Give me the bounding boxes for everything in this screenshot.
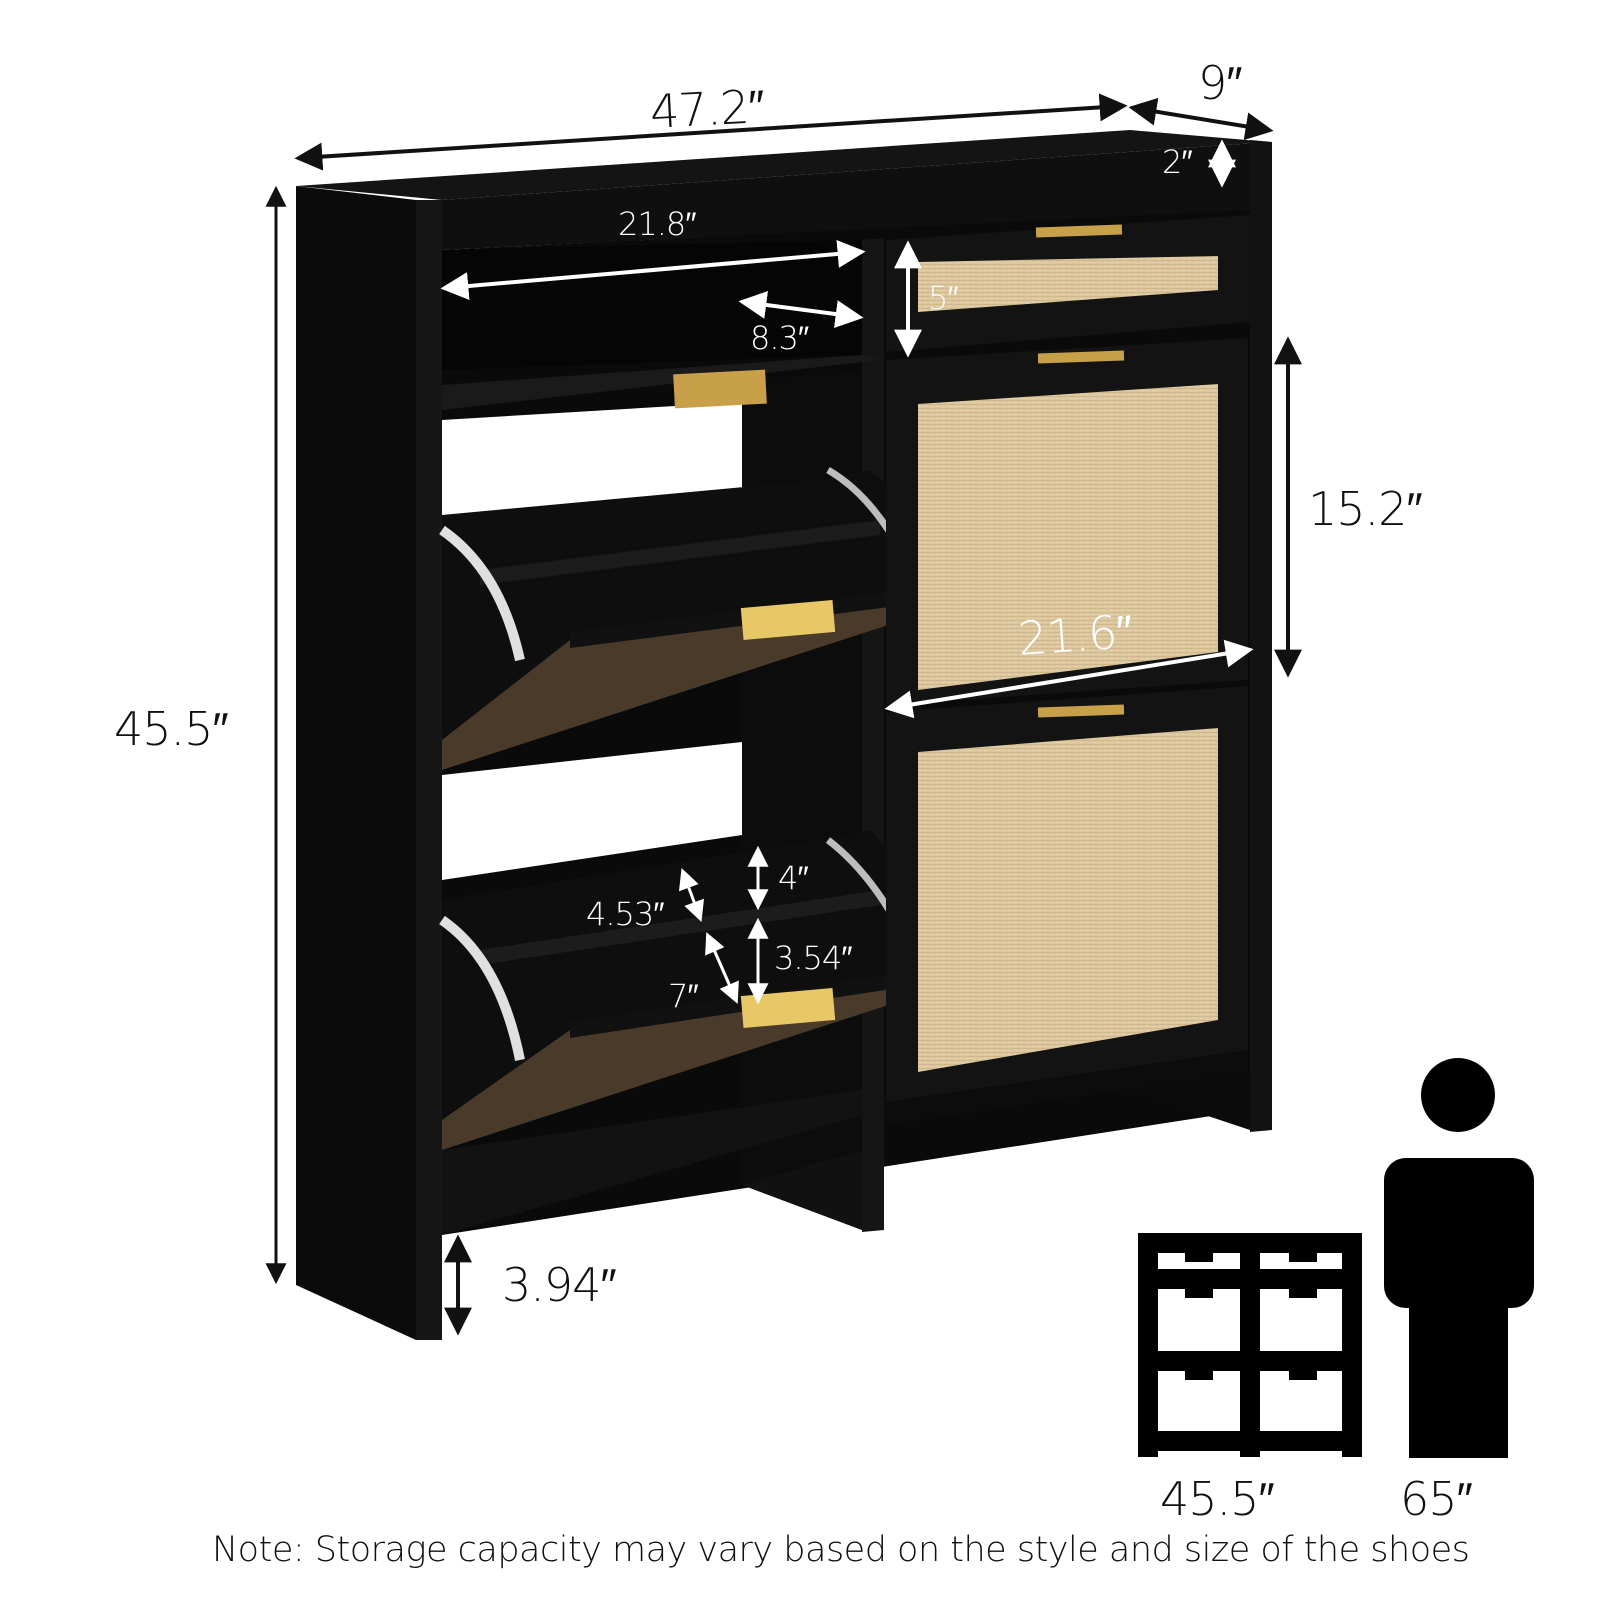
slot-upper-slant-arrow bbox=[678, 868, 705, 922]
lower-flip-drawer-inner bbox=[442, 960, 990, 1150]
gold-handle bbox=[1037, 350, 1125, 364]
flip-drawer-depth-arrow bbox=[738, 291, 864, 328]
bottom-shelf bbox=[442, 1090, 862, 1235]
lower-door-rattan-panel bbox=[918, 728, 1218, 1072]
overall-width-label: 47.2″ bbox=[648, 79, 766, 139]
slot-lower-vertical-label: 3.54″ bbox=[774, 939, 853, 977]
flip-drawer-width-arrow bbox=[440, 239, 866, 301]
silver-hinge bbox=[439, 525, 525, 662]
slot-upper-slant-label: 4.53″ bbox=[586, 895, 665, 933]
gold-handle bbox=[1035, 224, 1123, 238]
middle-flip-drawer-inner bbox=[442, 580, 990, 770]
top-drawer-height-label: 5″ bbox=[928, 279, 959, 317]
storage-capacity-note: Note: Storage capacity may vary based on… bbox=[212, 1530, 1470, 1570]
door-width-arrow bbox=[884, 639, 1254, 719]
slot-lower-slant-arrow bbox=[705, 932, 739, 1004]
person-icon-label: 65″ bbox=[1400, 1472, 1473, 1526]
door-height-label: 15.2″ bbox=[1308, 482, 1423, 536]
right-foot bbox=[1130, 1070, 1250, 1130]
cabinet-icon bbox=[1138, 1233, 1362, 1459]
overall-height-label: 45.5″ bbox=[114, 702, 229, 756]
slot-upper-vertical-label: 4″ bbox=[778, 859, 809, 897]
gold-handle bbox=[673, 369, 767, 409]
upper-door-rattan-panel bbox=[918, 384, 1218, 690]
top-drawer-rattan bbox=[918, 256, 1218, 312]
top-flip-drawer-front bbox=[442, 355, 880, 410]
depth-dimension-arrow bbox=[1128, 97, 1274, 141]
slot-lower-slant-label: 7″ bbox=[668, 977, 699, 1015]
width-dimension-arrow bbox=[294, 93, 1128, 171]
depth-label: 9″ bbox=[1198, 56, 1243, 110]
leg-clearance-label: 3.94″ bbox=[502, 1258, 617, 1312]
top-rail-label: 2″ bbox=[1162, 143, 1193, 181]
gold-handle bbox=[740, 600, 836, 640]
person-icon bbox=[1384, 1058, 1534, 1458]
cabinet-icon-label: 45.5″ bbox=[1160, 1472, 1275, 1526]
flip-drawer-width-label: 21.8″ bbox=[618, 205, 697, 243]
left-side-panel bbox=[296, 186, 442, 1340]
door-width-label: 21.6″ bbox=[1016, 604, 1134, 666]
flip-drawer-depth-label: 8.3″ bbox=[750, 319, 809, 357]
silver-hinge bbox=[439, 915, 525, 1061]
right-side-panel bbox=[1250, 140, 1272, 1132]
